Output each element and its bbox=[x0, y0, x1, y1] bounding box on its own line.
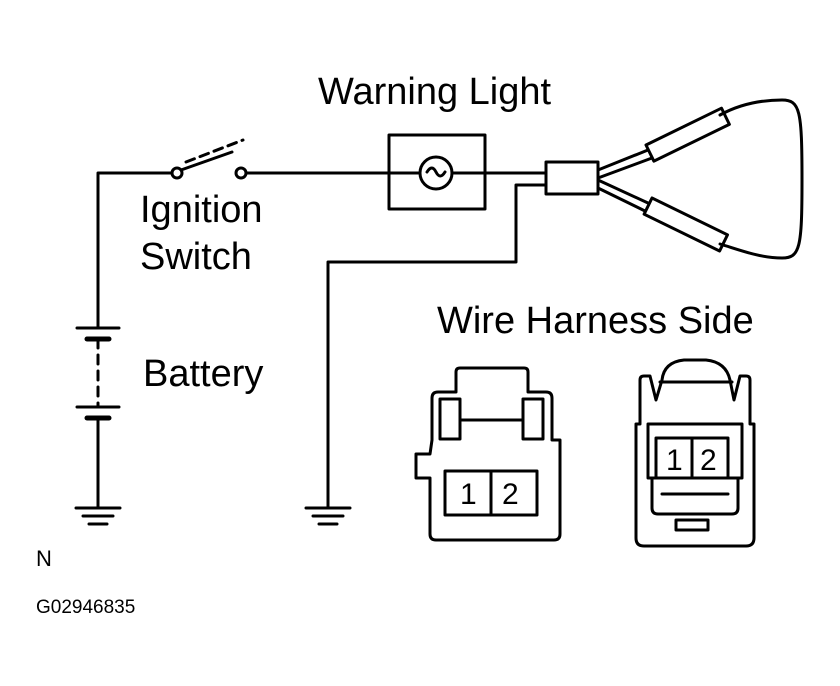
ignition-switch-symbol bbox=[170, 138, 248, 180]
battery-symbol bbox=[75, 326, 121, 421]
ignition-label: Ignition bbox=[140, 189, 263, 231]
circuit-wiring bbox=[96, 171, 548, 510]
ground-symbol-battery bbox=[74, 506, 122, 526]
figure-code: G02946835 bbox=[36, 597, 135, 618]
connector-right bbox=[634, 358, 756, 548]
connector-left bbox=[414, 366, 562, 542]
warning-light-symbol bbox=[387, 133, 487, 211]
warning-light-label: Warning Light bbox=[318, 71, 551, 113]
connector-right-pin-2: 2 bbox=[700, 444, 717, 477]
connector-left-pin-1: 1 bbox=[460, 478, 477, 511]
sensor-connector bbox=[544, 98, 804, 260]
battery-label: Battery bbox=[143, 353, 263, 395]
ground-symbol-sensor bbox=[304, 506, 352, 526]
switch-label: Switch bbox=[140, 236, 252, 278]
wire-harness-side-label: Wire Harness Side bbox=[437, 300, 754, 342]
north-marker: N bbox=[36, 546, 52, 571]
connector-left-pin-2: 2 bbox=[502, 478, 519, 511]
connector-right-pin-1: 1 bbox=[666, 444, 683, 477]
